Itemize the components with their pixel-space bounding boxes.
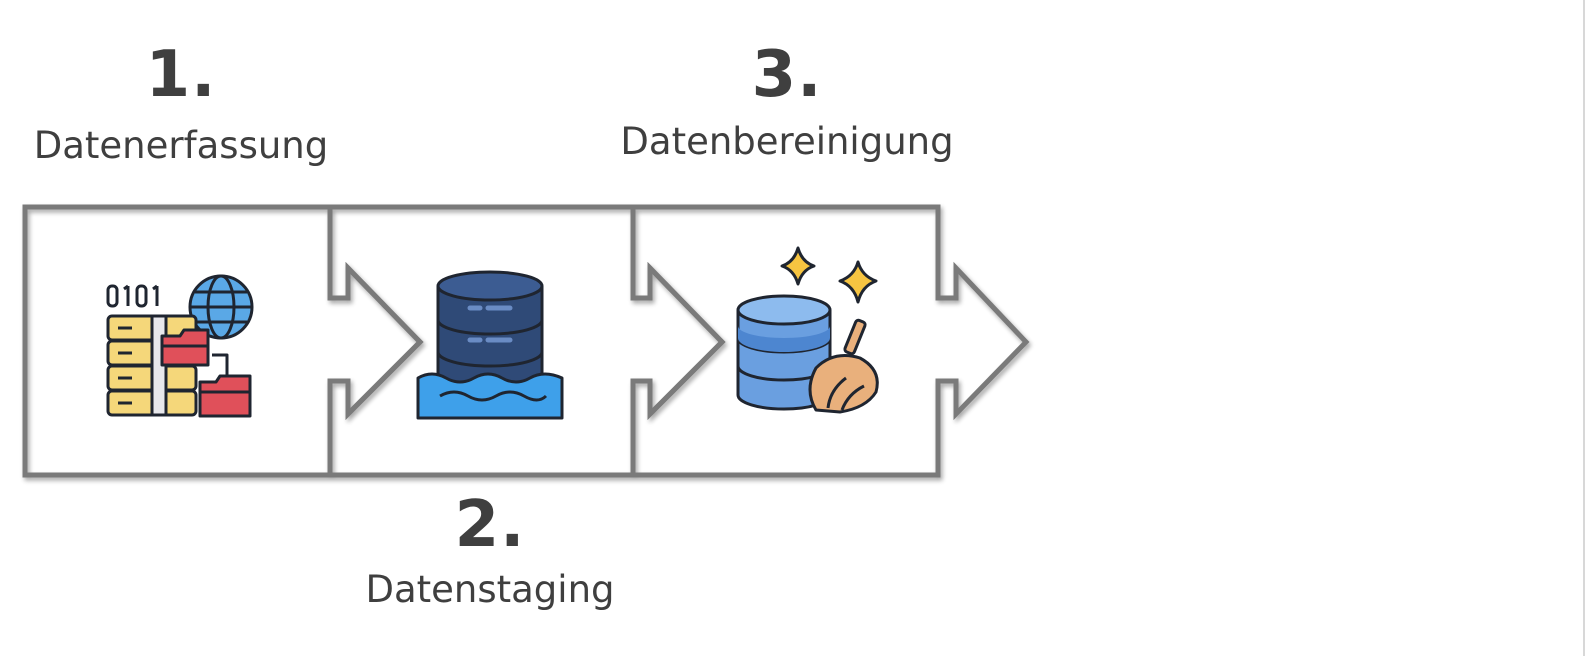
step-3-number: 3. (751, 38, 823, 112)
database-staging-icon (416, 270, 564, 420)
step-3-title: Datenbereinigung (620, 120, 954, 163)
step-3-box (630, 204, 1030, 478)
step-1-number: 1. (145, 38, 217, 112)
step-2-label: 2. Datenstaging (340, 490, 640, 612)
step-2-title: Datenstaging (365, 568, 615, 611)
step-3-label: 3. Datenbereinigung (612, 40, 962, 164)
step-1-label: 1. Datenerfassung (22, 40, 340, 168)
data-collection-icon (106, 274, 254, 418)
page-edge-divider (1583, 0, 1585, 656)
step-2-number: 2. (454, 488, 526, 562)
data-cleaning-icon (736, 246, 879, 414)
step-1-title: Datenerfassung (33, 124, 329, 167)
